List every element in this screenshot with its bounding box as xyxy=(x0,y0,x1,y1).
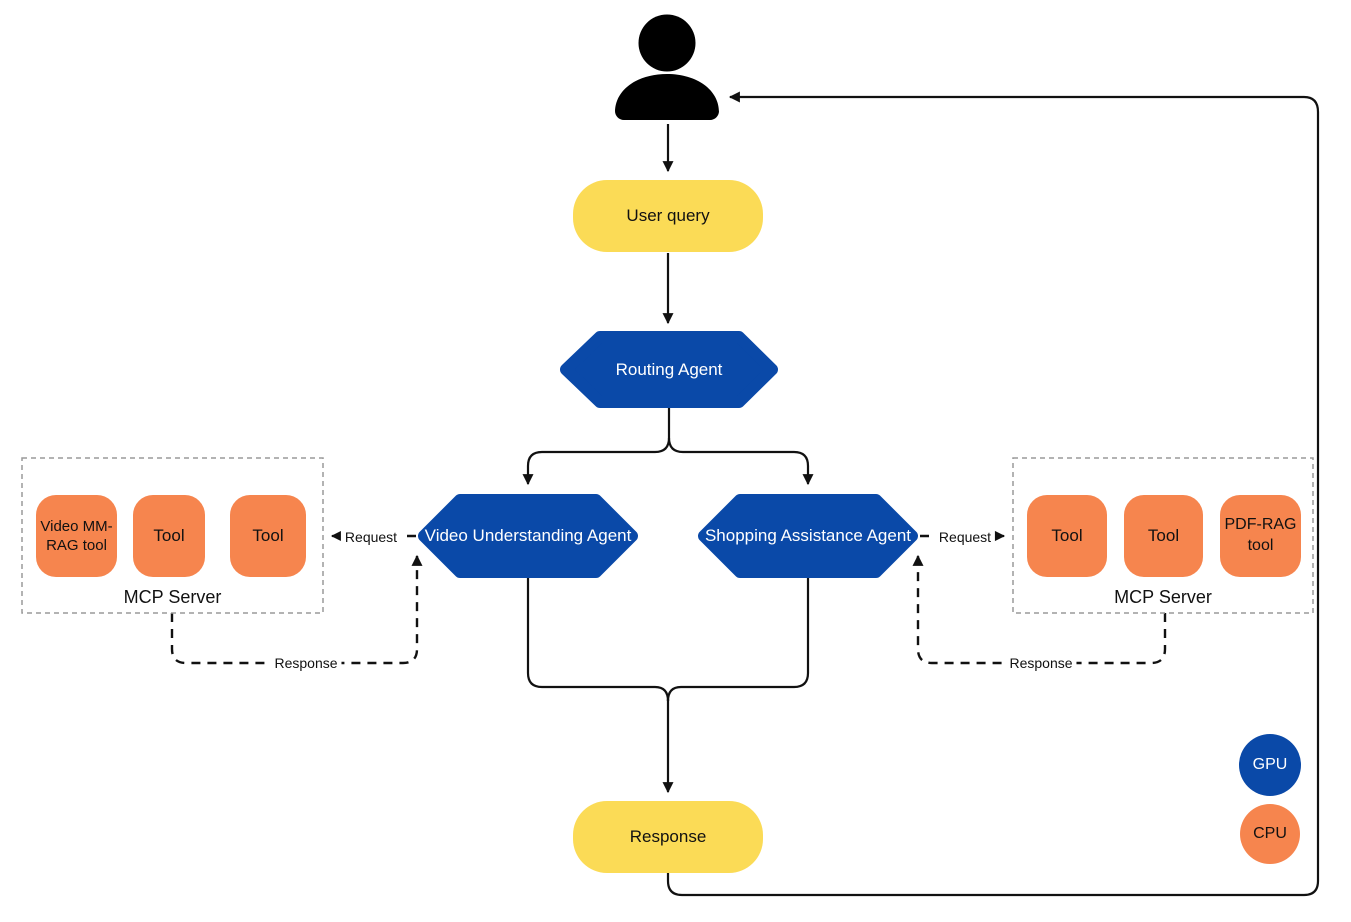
mcp-boxes xyxy=(21,457,1314,614)
edge-routing-to-video xyxy=(522,408,671,486)
tool-left-3-node xyxy=(230,495,306,577)
person-head xyxy=(638,14,696,72)
tool-nodes xyxy=(36,495,1301,577)
person-icon xyxy=(615,14,719,120)
tool-right-2-label: Tool xyxy=(1147,526,1180,546)
cpu-legend-label: CPU xyxy=(1253,825,1287,842)
edge-routing-to-shopping xyxy=(667,437,814,486)
request-right-label: Request xyxy=(934,528,996,546)
gpu-legend-label: GPU xyxy=(1252,756,1288,773)
edge-response-to-user-loop xyxy=(666,91,1320,897)
user-query-label: User query xyxy=(626,206,710,226)
tool-pdf-rag-label: PDF-RAG tool xyxy=(1224,516,1297,554)
mcp-server-left-box xyxy=(21,457,324,614)
tool-left-3-label: Tool xyxy=(252,526,284,546)
routing-agent-label: Routing Agent xyxy=(615,359,723,379)
edge-shopping-to-merge xyxy=(666,578,810,702)
edge-video-to-merge xyxy=(526,578,670,702)
response-label: Response xyxy=(629,827,707,847)
cpu-legend-circle xyxy=(1240,804,1300,864)
tool-video-mmrag-node xyxy=(36,495,117,577)
video-agent-label: Video Understanding Agent xyxy=(424,526,632,546)
shopping-agent-label: Shopping Assistance Agent xyxy=(704,526,912,546)
tool-right-2-node xyxy=(1124,495,1203,577)
routing-agent-node xyxy=(560,331,778,408)
tool-left-2-label: Tool xyxy=(153,526,185,546)
agent-nodes xyxy=(418,331,918,578)
user-query-node xyxy=(573,180,763,252)
response-right-label: Response xyxy=(1005,654,1077,672)
tool-left-2-node xyxy=(133,495,205,577)
tool-right-1-label: Tool xyxy=(1051,526,1083,546)
io-nodes xyxy=(573,180,763,873)
response-node xyxy=(573,801,763,873)
tool-pdf-rag-node xyxy=(1220,495,1301,577)
tool-video-mmrag-label: Video MM-RAG tool xyxy=(40,517,113,555)
mcp-server-right-box xyxy=(1012,457,1314,614)
response-left-label: Response xyxy=(270,654,342,672)
mcp-server-right-label: MCP Server xyxy=(1114,586,1212,607)
solid-connectors xyxy=(330,91,1320,897)
request-left-label: Request xyxy=(340,528,402,546)
mcp-server-left-label: MCP Server xyxy=(123,586,222,607)
tool-right-1-node xyxy=(1027,495,1107,577)
gpu-legend-circle xyxy=(1239,734,1301,796)
person-shoulders xyxy=(615,74,719,120)
shopping-agent-node xyxy=(698,494,918,578)
video-agent-node xyxy=(418,494,638,578)
